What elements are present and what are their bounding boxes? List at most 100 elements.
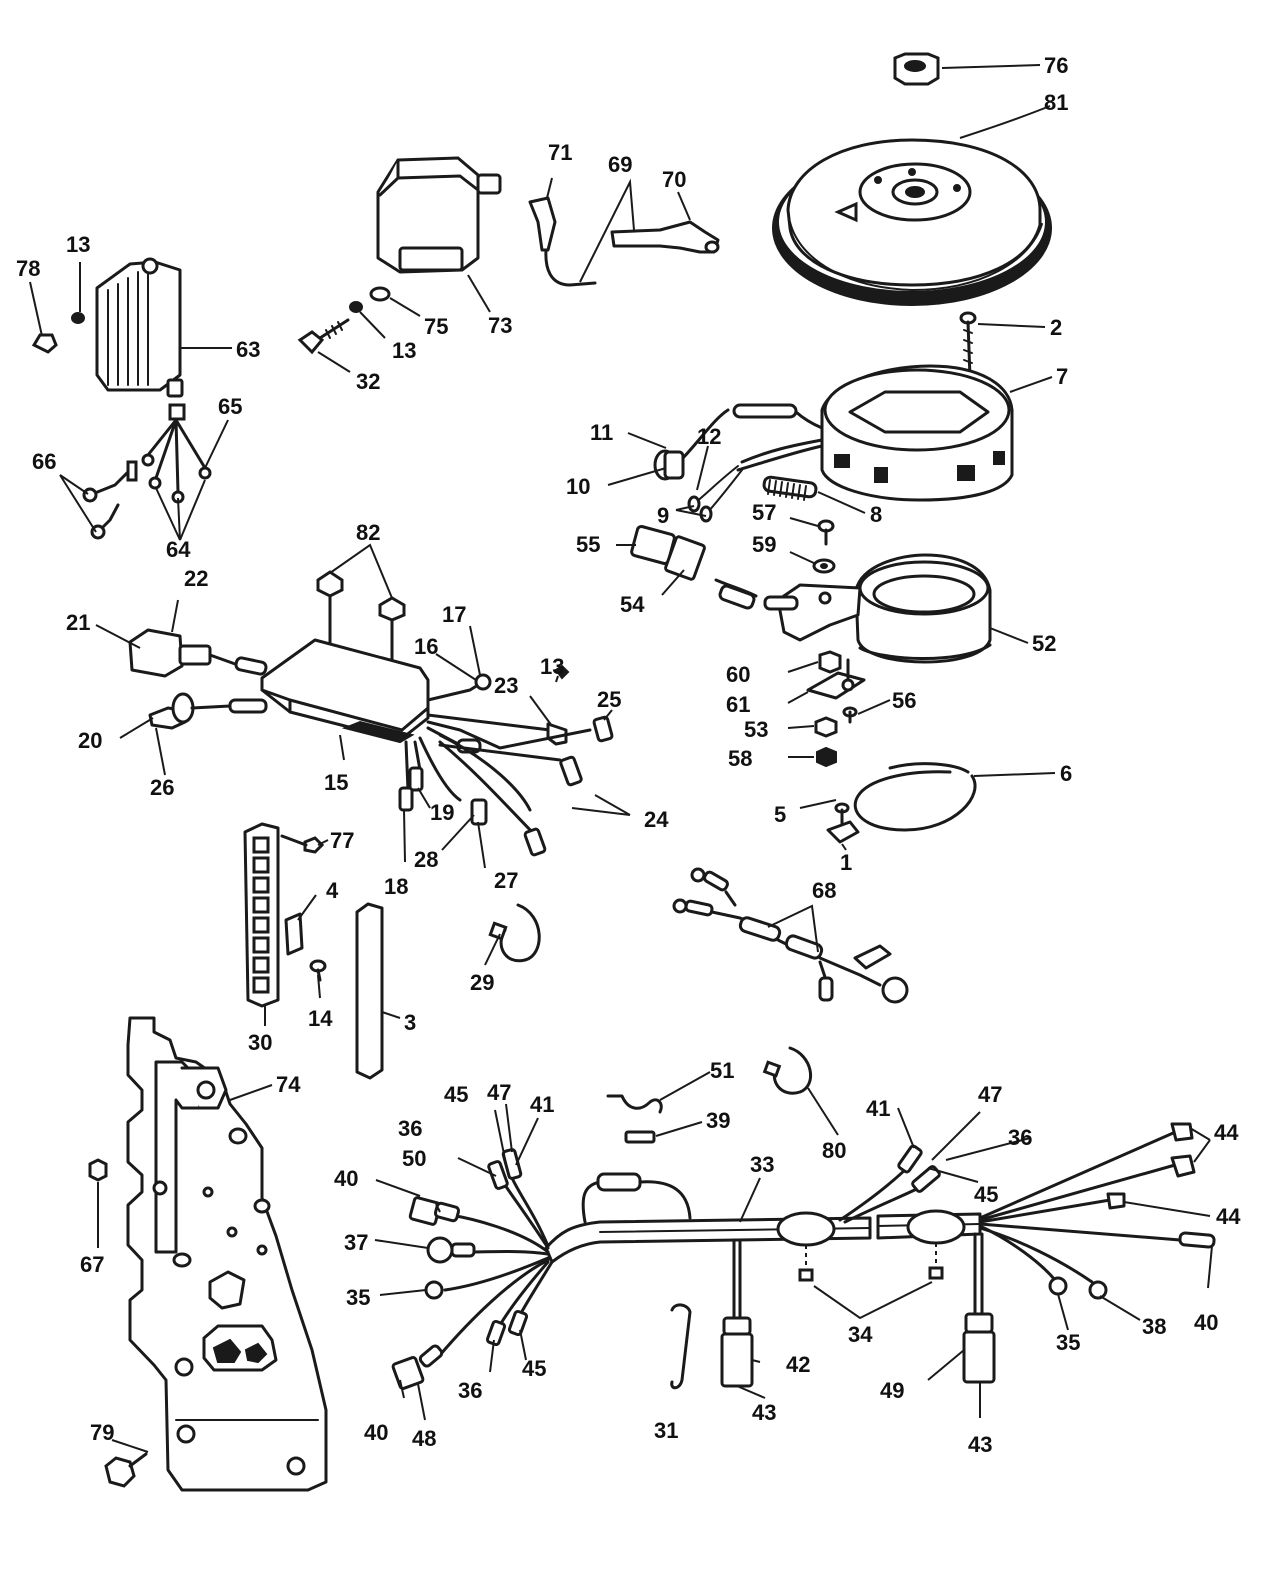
retainer-hardware-drawing xyxy=(806,650,866,768)
callout-36-bottom-left: 36 xyxy=(458,1378,482,1403)
callout-66: 66 xyxy=(32,449,56,474)
callout-68: 68 xyxy=(812,878,836,903)
callout-1: 1 xyxy=(840,850,852,875)
callout-43-center: 43 xyxy=(752,1400,776,1425)
callout-32: 32 xyxy=(356,369,380,394)
callout-75: 75 xyxy=(424,314,448,339)
callout-45-top-left: 45 xyxy=(444,1082,468,1107)
leader-lines xyxy=(29,64,1213,1453)
bolt-79-drawing xyxy=(104,1452,148,1488)
callout-42: 42 xyxy=(786,1352,810,1377)
fuse-39-drawing xyxy=(624,1130,656,1144)
callout-2: 2 xyxy=(1050,315,1062,340)
callout-65: 65 xyxy=(218,394,242,419)
callout-70: 70 xyxy=(662,167,686,192)
callout-79: 79 xyxy=(90,1420,114,1445)
callout-13-pack: 13 xyxy=(540,654,564,679)
coil-hardware-drawing xyxy=(297,286,391,355)
callout-61: 61 xyxy=(726,692,750,717)
callout-5: 5 xyxy=(774,802,786,827)
nut-76-drawing xyxy=(893,52,940,86)
nut-67-drawing xyxy=(88,1158,108,1182)
power-pack-15-drawing xyxy=(260,638,430,744)
clip-5-1-drawing xyxy=(826,802,860,844)
harness-right-branches-drawing xyxy=(838,1122,1216,1384)
callout-77: 77 xyxy=(330,828,354,853)
callout-26: 26 xyxy=(150,775,174,800)
callout-30: 30 xyxy=(248,1030,272,1055)
mounting-plate-74-drawing xyxy=(126,1016,328,1492)
callout-41-right: 41 xyxy=(866,1096,890,1121)
clip-31-drawing xyxy=(670,1303,692,1390)
callout-9: 9 xyxy=(657,503,669,528)
harness-left-branches-drawing xyxy=(391,1148,554,1390)
clip-ring-6-drawing xyxy=(853,762,977,832)
callout-labels: 76 81 2 7 8 11 12 10 9 57 59 55 54 52 60… xyxy=(16,53,1241,1457)
callout-36-right: 36 xyxy=(1008,1125,1032,1150)
callout-69: 69 xyxy=(608,152,632,177)
callout-13-coil: 13 xyxy=(392,338,416,363)
callout-57: 57 xyxy=(752,500,776,525)
callout-7: 7 xyxy=(1056,364,1068,389)
callout-60: 60 xyxy=(726,662,750,687)
callout-13-rectifier: 13 xyxy=(66,232,90,257)
callout-28: 28 xyxy=(414,847,438,872)
callout-63: 63 xyxy=(236,337,260,362)
stator-leads-drawing xyxy=(653,403,824,523)
wiring-harness-33-drawing xyxy=(544,1172,982,1282)
callout-56: 56 xyxy=(892,688,916,713)
callout-16: 16 xyxy=(414,634,438,659)
ignition-coil-73-drawing xyxy=(376,156,502,274)
callout-41-left: 41 xyxy=(530,1092,554,1117)
callout-22: 22 xyxy=(184,566,208,591)
callout-21: 21 xyxy=(66,610,90,635)
callout-52: 52 xyxy=(1032,631,1056,656)
callout-76: 76 xyxy=(1044,53,1068,78)
bolts-82-drawing xyxy=(316,570,406,692)
callout-49: 49 xyxy=(880,1378,904,1403)
tie-strap-29-drawing xyxy=(488,903,541,963)
callout-10: 10 xyxy=(566,474,590,499)
callout-14: 14 xyxy=(308,1006,333,1031)
callout-40-bottom-left: 40 xyxy=(364,1420,388,1445)
tie-strap-80-drawing xyxy=(762,1046,812,1095)
callout-8: 8 xyxy=(870,502,882,527)
callout-34: 34 xyxy=(848,1322,873,1347)
terminal-block-30-drawing xyxy=(243,822,327,1008)
callout-78: 78 xyxy=(16,256,40,281)
callout-47-left: 47 xyxy=(487,1080,511,1105)
callout-58: 58 xyxy=(728,746,752,771)
callout-44-middle: 44 xyxy=(1216,1204,1241,1229)
callout-44-top: 44 xyxy=(1214,1120,1239,1145)
callout-54: 54 xyxy=(620,592,645,617)
callout-27: 27 xyxy=(494,868,518,893)
callout-55: 55 xyxy=(576,532,600,557)
callout-50: 50 xyxy=(402,1146,426,1171)
timer-base-52-drawing xyxy=(630,524,992,664)
rectifier-leads-drawing xyxy=(82,403,212,540)
callout-4: 4 xyxy=(326,878,339,903)
callout-3: 3 xyxy=(404,1010,416,1035)
callout-40-left: 40 xyxy=(334,1166,358,1191)
callout-81: 81 xyxy=(1044,90,1068,115)
callout-73: 73 xyxy=(488,313,512,338)
screw-57-drawing xyxy=(817,519,835,546)
callout-29: 29 xyxy=(470,970,494,995)
callout-43-right: 43 xyxy=(968,1432,992,1457)
callout-12: 12 xyxy=(697,424,721,449)
callout-35-right: 35 xyxy=(1056,1330,1080,1355)
callout-40-right: 40 xyxy=(1194,1310,1218,1335)
callout-19: 19 xyxy=(430,800,454,825)
callout-11: 11 xyxy=(590,420,613,445)
callout-45-right: 45 xyxy=(974,1182,998,1207)
callout-47-right: 47 xyxy=(978,1082,1002,1107)
stator-7-drawing xyxy=(820,364,1014,502)
callout-18: 18 xyxy=(384,874,408,899)
sleeve-8-drawing xyxy=(762,475,818,501)
callout-35-left: 35 xyxy=(346,1285,370,1310)
callout-82: 82 xyxy=(356,520,380,545)
callout-17: 17 xyxy=(442,602,466,627)
washer-59-drawing xyxy=(812,558,836,574)
sleeve-3-drawing xyxy=(355,902,384,1080)
